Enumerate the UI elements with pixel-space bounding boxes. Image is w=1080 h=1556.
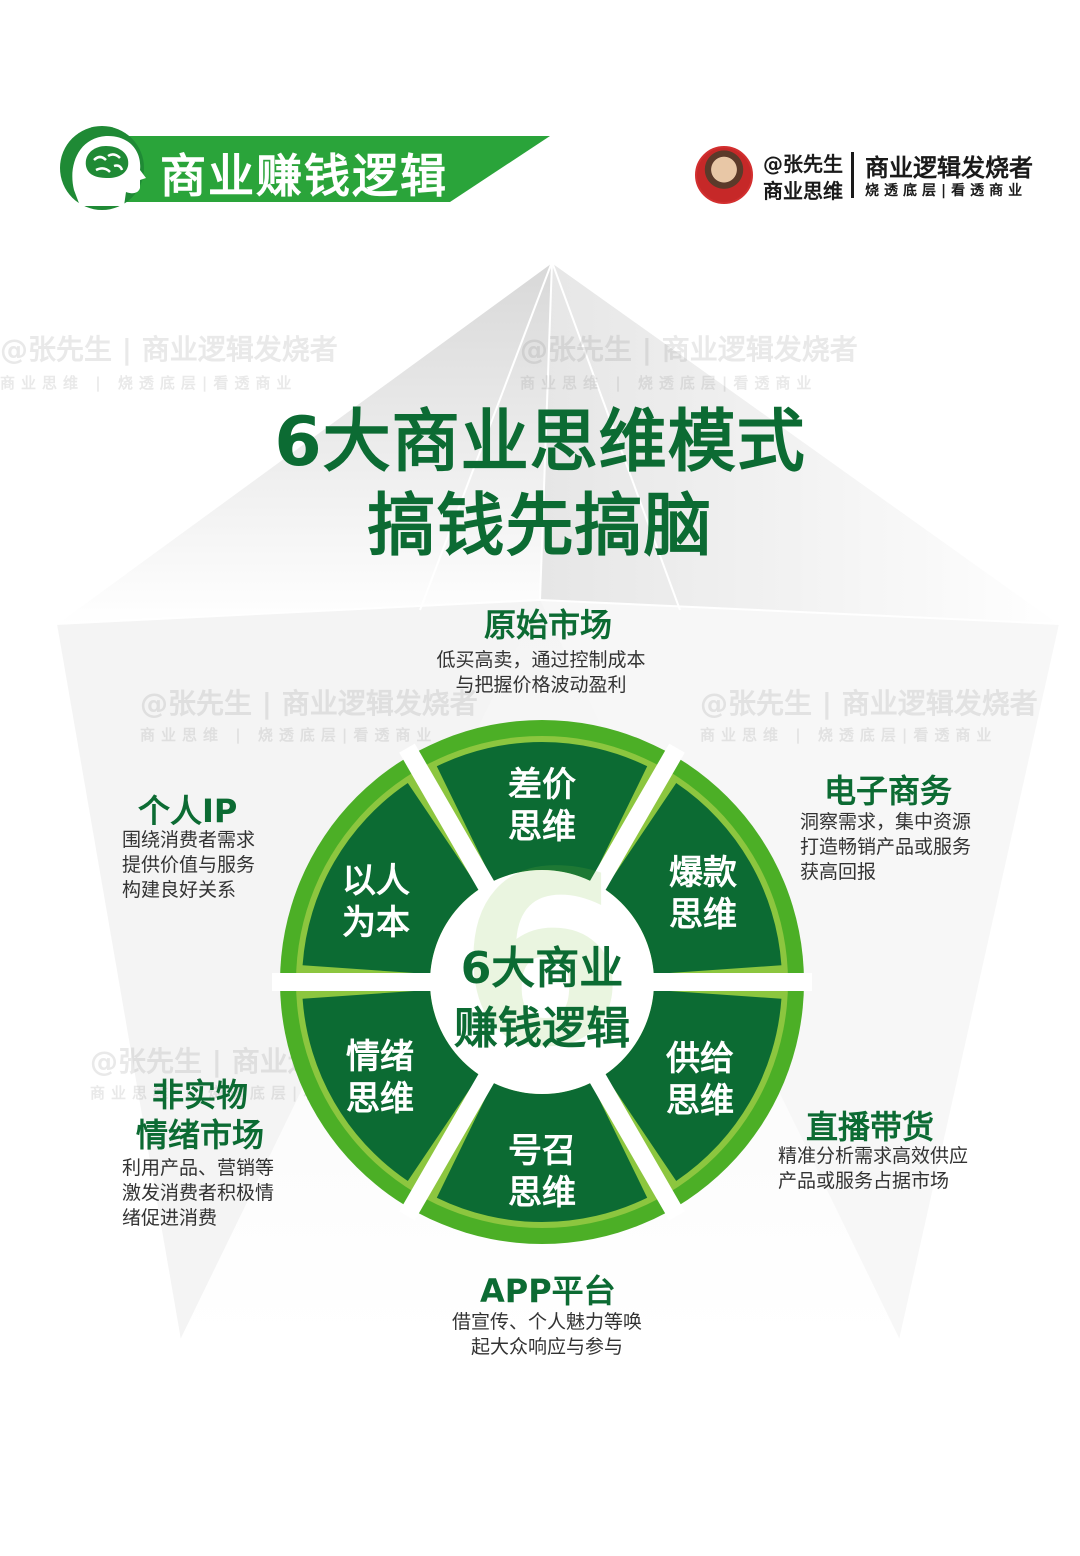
wheel-segment-people <box>302 783 480 975</box>
callout-desc-top: 低买高卖，通过控制成本与把握价格波动盈利 <box>436 649 646 696</box>
segment-label-people: 以人为本 <box>342 861 410 943</box>
wheel-separator <box>399 1064 500 1221</box>
wheel-segment-price-diff <box>436 742 648 882</box>
author-block: @张先生 商业思维 商业逻辑发烧者 烧透底层|看透商业 <box>695 146 1055 206</box>
author-handle: @张先生 <box>763 152 843 176</box>
wheel-segment-emotion <box>302 989 480 1181</box>
watermark: @张先生 | 商业逻辑发烧者 <box>140 687 478 720</box>
callout-title-right-bottom: 直播带货 <box>806 1108 935 1146</box>
center-digit: 6 <box>458 820 626 1100</box>
segment-label-hot-item: 爆款思维 <box>669 853 737 935</box>
brain-head-icon <box>72 135 146 206</box>
callout-title-left-bottom-1: 非实物 <box>152 1076 249 1114</box>
wheel-center <box>430 870 654 1094</box>
segment-label-emotion: 情绪思维 <box>346 1037 414 1119</box>
brand-slogan: 烧透底层|看透商业 <box>865 183 1028 199</box>
callout-title-bottom: APP平台 <box>480 1272 616 1310</box>
wheel-separator <box>399 743 500 900</box>
callout-desc-bottom: 借宣传、个人魅力等唤起大众响应与参与 <box>451 1311 642 1358</box>
wheel-center-line1: 6大商业 <box>460 943 624 994</box>
watermark: 商业思维 | 烧透底层|看透商业 <box>0 374 298 392</box>
main-title-line2: 搞钱先搞脑 <box>367 487 713 566</box>
wheel-segment-supply <box>604 989 782 1181</box>
logic-wheel <box>272 720 812 1244</box>
header-title: 商业赚钱逻辑 <box>160 149 448 203</box>
wheel-center-line2: 赚钱逻辑 <box>454 1003 630 1054</box>
callout-title-right-top: 电子商务 <box>824 772 953 810</box>
segment-label-supply: 供给思维 <box>666 1039 734 1121</box>
segment-label-appeal: 号召思维 <box>508 1131 576 1213</box>
callout-desc-left-top: 围绕消费者需求提供价值与服务构建良好关系 <box>122 829 256 901</box>
avatar <box>695 146 753 204</box>
brand-name: 商业逻辑发烧者 <box>865 154 1033 182</box>
watermark: 商业思维 | 烧透底层|看透商业 <box>700 726 998 744</box>
callout-desc-left-bottom: 利用产品、营销等激发消费者积极情绪促进消费 <box>122 1157 275 1229</box>
divider <box>851 152 854 198</box>
callout-desc-right-bottom: 精准分析需求高效供应产品或服务占据市场 <box>778 1145 969 1192</box>
callout-title-left-bottom-2: 情绪市场 <box>136 1116 265 1154</box>
callout-title-top: 原始市场 <box>484 606 613 644</box>
callout-desc-right-top: 洞察需求，集中资源打造畅销产品或服务获高回报 <box>800 811 972 883</box>
main-title-line1: 6大商业思维模式 <box>274 403 806 482</box>
watermark: 商业思维 | 烧透底层|看透商业 <box>140 726 438 744</box>
segment-label-price-diff: 差价思维 <box>508 765 576 847</box>
wheel-segment-appeal <box>436 1082 648 1222</box>
watermark: 商业思维 | 烧透底层|看透商业 <box>520 374 818 392</box>
wheel-separator <box>584 743 685 900</box>
watermark: @张先生 | 商业逻辑发烧者 <box>0 333 338 366</box>
callout-title-left-top: 个人IP <box>138 792 238 830</box>
wheel-segment-hot-item <box>604 783 782 975</box>
watermark: @张先生 | 商业逻辑发烧者 <box>520 333 858 366</box>
header-banner <box>60 126 550 210</box>
author-subtitle: 商业思维 <box>763 179 843 203</box>
watermark: @张先生 | 商业逻辑发烧者 <box>700 687 1038 720</box>
wheel-separator <box>584 1064 685 1221</box>
